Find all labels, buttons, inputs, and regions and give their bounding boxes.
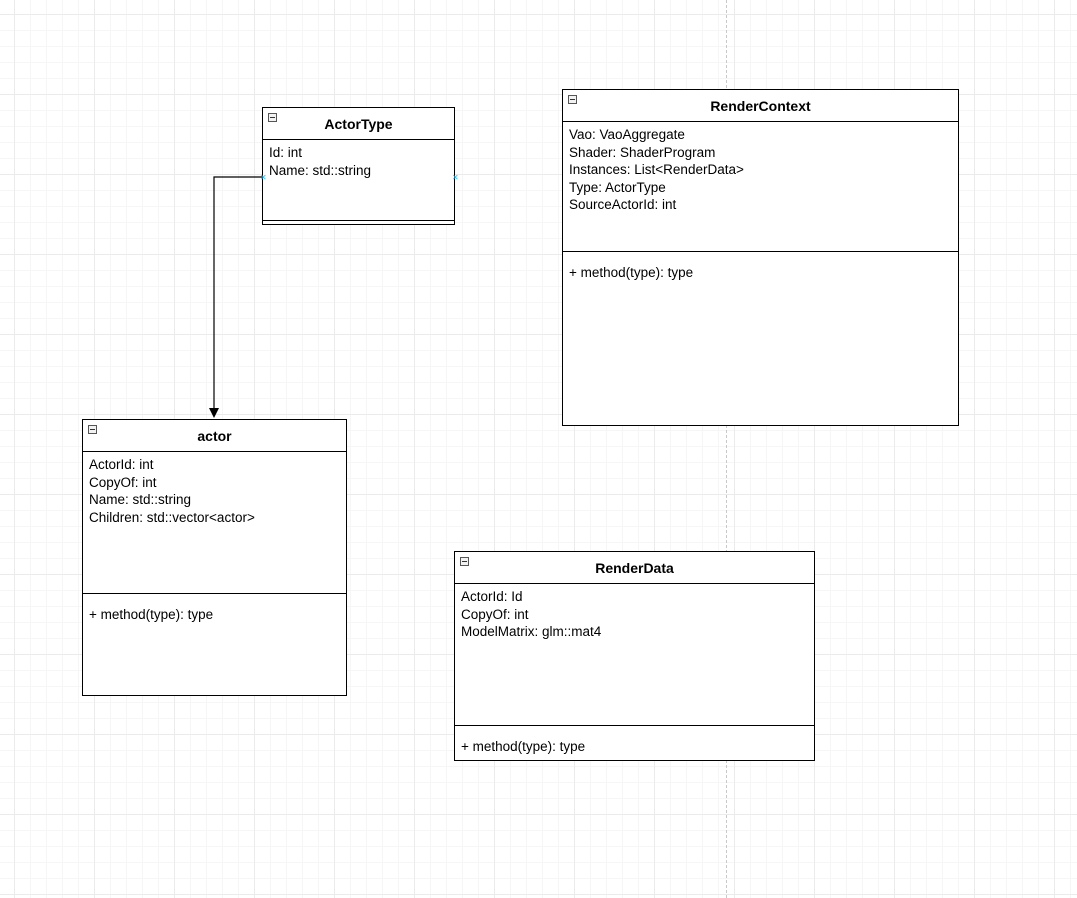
attribute-line[interactable]: Name: std::string — [89, 492, 192, 507]
attribute-line[interactable]: ModelMatrix: glm::mat4 — [461, 624, 602, 639]
attribute-line[interactable]: ActorId: Id — [461, 589, 523, 604]
class-header[interactable]: ActorType — [263, 108, 454, 140]
attribute-line[interactable]: Children: std::vector<actor> — [89, 509, 255, 525]
attribute-line[interactable]: Id: int — [269, 145, 303, 160]
class-name: RenderData — [595, 559, 674, 576]
attribute-line[interactable]: Instances: List<RenderData> — [569, 162, 744, 177]
method-line[interactable]: + method(type): type — [89, 607, 214, 622]
class-header[interactable]: RenderContext — [563, 90, 958, 122]
attribute-line[interactable]: CopyOf: int — [461, 606, 529, 622]
attribute-line[interactable]: SourceActorId: int — [569, 197, 677, 212]
methods-section[interactable]: + method(type): type — [83, 594, 346, 624]
association-arrowhead — [209, 408, 219, 418]
class-header[interactable]: RenderData — [455, 552, 814, 584]
attribute-line[interactable]: ActorId: int — [89, 457, 154, 472]
attribute-line[interactable]: Name: std::string — [269, 162, 372, 178]
method-line[interactable]: + method(type): type — [461, 739, 586, 754]
class-name: actor — [197, 427, 232, 444]
association-edge-actortype-actor[interactable] — [213, 176, 262, 410]
page-break-guide — [726, 0, 727, 898]
attribute-line[interactable]: Shader: ShaderProgram — [569, 144, 716, 160]
collapse-icon[interactable] — [268, 113, 277, 122]
methods-section[interactable]: + method(type): type — [563, 252, 958, 282]
methods-section[interactable]: + method(type): type — [455, 726, 814, 756]
attribute-line[interactable]: CopyOf: int — [89, 474, 157, 490]
method-line[interactable]: + method(type): type — [569, 265, 694, 280]
connection-point-icon: ✕ — [260, 173, 267, 182]
attribute-line[interactable]: Vao: VaoAggregate — [569, 127, 685, 142]
connection-point-icon: ✕ — [452, 173, 459, 182]
methods-section[interactable] — [263, 221, 454, 224]
class-name: ActorType — [324, 115, 393, 132]
attribute-line[interactable]: Type: ActorType — [569, 179, 666, 195]
collapse-icon[interactable] — [568, 95, 577, 104]
collapse-icon[interactable] — [88, 425, 97, 434]
collapse-icon[interactable] — [460, 557, 469, 566]
class-name: RenderContext — [710, 97, 811, 114]
class-header[interactable]: actor — [83, 420, 346, 452]
